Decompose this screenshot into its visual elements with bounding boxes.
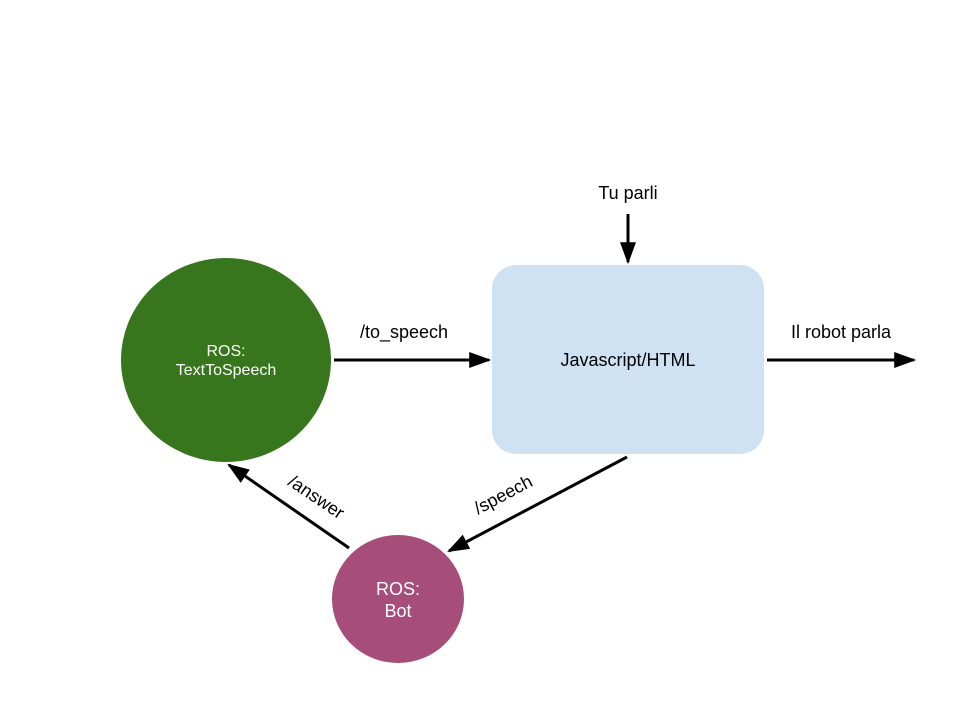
tts-node: ROS: TextToSpeech <box>121 258 331 462</box>
edge-il-robot-parla: Il robot parla <box>767 322 917 368</box>
edge-to-speech-label: /to_speech <box>360 322 448 343</box>
edge-speech-arrow <box>447 455 628 553</box>
html-node: Javascript/HTML <box>492 265 764 454</box>
html-node-shape <box>492 265 764 454</box>
edge-tu-parli: Tu parli <box>598 183 658 265</box>
edge-il-robot-parla-label: Il robot parla <box>791 322 892 342</box>
edge-answer-label: /answer <box>285 471 348 523</box>
bot-node-line2: Bot <box>384 601 411 621</box>
tts-node-shape <box>121 258 331 462</box>
bot-node-shape <box>332 535 464 663</box>
edge-tu-parli-label: Tu parli <box>598 183 657 203</box>
edge-to-speech: /to_speech <box>334 322 492 368</box>
tts-node-line1: ROS: <box>206 343 245 360</box>
bot-node-line1: ROS: <box>376 579 420 599</box>
tts-node-line2: TextToSpeech <box>176 362 277 379</box>
edge-speech: /speech <box>447 455 628 553</box>
bot-node: ROS: Bot <box>332 535 464 663</box>
edge-answer: /answer <box>227 463 350 550</box>
html-node-label: Javascript/HTML <box>560 350 695 370</box>
edge-answer-arrow <box>227 463 350 550</box>
